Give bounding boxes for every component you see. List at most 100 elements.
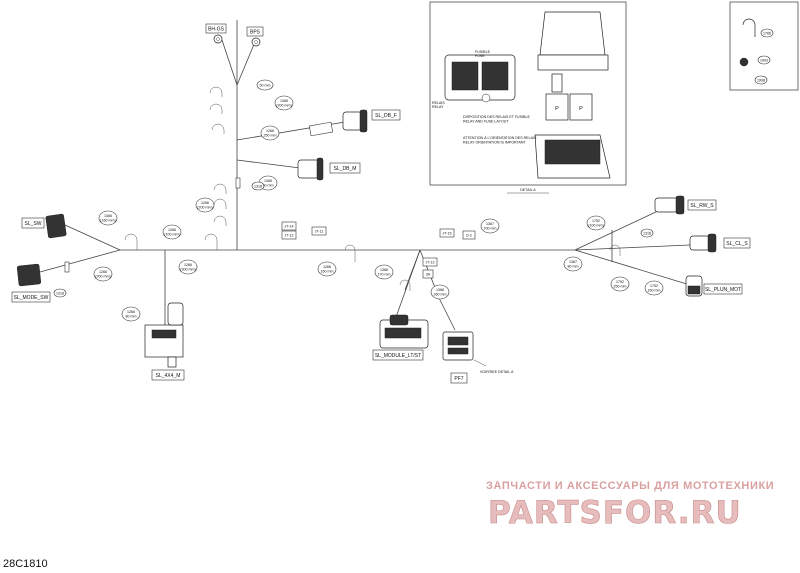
svg-text:SL_MODULE_LT/ST: SL_MODULE_LT/ST [375, 353, 421, 359]
svg-text:50 mm: 50 mm [260, 84, 271, 88]
connector-sl-4x4-m-shape [144, 302, 184, 368]
svg-text:DISPOSITION DES RELAIS ET FUSI: DISPOSITION DES RELAIS ET FUSIBLE [463, 115, 530, 119]
svg-text:1266: 1266 [168, 228, 176, 232]
svg-text:JT-13: JT-13 [426, 261, 435, 265]
callout-c1: 50 mm [256, 79, 274, 91]
svg-text:RELAY AND FUSE LAYOUT: RELAY AND FUSE LAYOUT [463, 120, 509, 124]
svg-text:SL_DB_F: SL_DB_F [375, 113, 397, 119]
svg-text:1266: 1266 [184, 263, 192, 267]
callout-c13: 1266 160 mm [317, 261, 337, 277]
svg-text:RELAY ORIENTATION IS IMPORTANT: RELAY ORIENTATION IS IMPORTANT [463, 141, 527, 145]
connector-sl-sw-shape [45, 213, 67, 239]
svg-text:FUSE: FUSE [475, 54, 485, 58]
svg-text:1993: 1993 [760, 59, 768, 63]
svg-text:1366: 1366 [380, 268, 388, 272]
clamp-inset: 1766 1993 1998 [729, 1, 799, 91]
svg-text:SL_MODE_SW: SL_MODE_SW [14, 295, 49, 301]
callout-c19: 1367 80 mm [563, 256, 583, 272]
svg-text:JT-11: JT-11 [315, 230, 324, 234]
svg-text:60 mm: 60 mm [263, 184, 274, 188]
see-detail-note: VOIR/SEE DETAIL A [473, 359, 514, 374]
callout-c20: 1752 250 mm [610, 276, 630, 292]
label-sl-rw-s: SL_RW_S [687, 199, 717, 211]
callout-c11: 1266 (300 mm) [178, 259, 198, 275]
svg-text:1318: 1318 [254, 185, 262, 189]
svg-text:SL_DB_M: SL_DB_M [334, 166, 357, 172]
svg-text:80 mm: 80 mm [126, 315, 137, 319]
callout-c21: 1752 150 mm [644, 280, 664, 296]
svg-text:1998: 1998 [757, 79, 765, 83]
connector-sl-module-shape [379, 314, 429, 349]
svg-text:1266: 1266 [323, 265, 331, 269]
watermark: ЗАПЧАСТИ И АКСЕССУАРЫ ДЛЯ МОТОТЕХНИКИ PA… [486, 480, 774, 531]
svg-text:160 mm: 160 mm [321, 270, 334, 274]
svg-text:1752: 1752 [592, 219, 600, 223]
connector-sl-db-f-shape [342, 109, 368, 133]
svg-text:1752: 1752 [650, 284, 658, 288]
svg-text:SL_RW_S: SL_RW_S [690, 203, 714, 209]
label-sl-db-f: SL_DB_F [371, 109, 401, 121]
svg-text:250 mm: 250 mm [614, 285, 627, 289]
svg-text:SL_4X4_M: SL_4X4_M [156, 373, 181, 379]
svg-text:BPS: BPS [250, 30, 261, 36]
svg-text:170 mm: 170 mm [378, 273, 391, 277]
svg-text:VOIR/SEE DETAIL A: VOIR/SEE DETAIL A [480, 370, 514, 374]
svg-text:DETAIL A: DETAIL A [520, 188, 536, 192]
connector-sl-db-m-shape [297, 157, 324, 181]
svg-text:1318: 1318 [56, 292, 64, 296]
junction-tags: JT-14 JT-12 JT-11 JT-15 D-2 JT-13 3H [281, 221, 476, 279]
label-sl-cl-s: SL_CL_S [723, 237, 751, 249]
callout-c18: 1318 [640, 228, 654, 238]
svg-text:D-2: D-2 [466, 234, 472, 238]
svg-text:1266: 1266 [266, 129, 274, 133]
svg-text:1366: 1366 [436, 288, 444, 292]
label-pf7: PF7 [450, 372, 468, 384]
svg-text:1366: 1366 [280, 99, 288, 103]
svg-text:JT-15: JT-15 [443, 232, 452, 236]
svg-text:(200 mm): (200 mm) [95, 275, 110, 279]
callout-c7: 1366 (160 mm) [98, 210, 118, 226]
svg-text:1752: 1752 [616, 280, 624, 284]
svg-text:1266: 1266 [99, 270, 107, 274]
callout-c8: 1266 (100 mm) [162, 224, 182, 240]
label-sl-plun-mot: SL_PLUN_MOT [703, 283, 743, 295]
callout-c6: 1266 (200 mm) [195, 197, 215, 213]
svg-text:700 mm: 700 mm [484, 227, 497, 231]
svg-text:(200 mm): (200 mm) [276, 104, 291, 108]
connector-sl-cl-s-shape [689, 233, 717, 253]
label-sl-module-lt-st: SL_MODULE_LT/ST [372, 349, 424, 361]
svg-text:RELAIS: RELAIS [432, 101, 445, 105]
svg-text:260 mm: 260 mm [434, 293, 447, 297]
connector-pf7-shape [442, 331, 474, 361]
callout-c2: 1366 (200 mm) [274, 95, 294, 111]
svg-text:1766: 1766 [763, 32, 771, 36]
callout-c3: 1266 250 mm [260, 125, 280, 141]
label-sl-mode-sw: SL_MODE_SW [11, 291, 51, 303]
svg-text:1366: 1366 [104, 214, 112, 218]
callout-c12: 1266 80 mm [121, 306, 141, 322]
callout-c10: 1318 [53, 288, 67, 298]
svg-text:80 mm: 80 mm [568, 265, 579, 269]
svg-text:ЗАПЧАСТИ И АКСЕССУАРЫ ДЛЯ МОТО: ЗАПЧАСТИ И АКСЕССУАРЫ ДЛЯ МОТОТЕХНИКИ [486, 480, 774, 492]
label-sl-4x4-m: SL_4X4_M [151, 369, 185, 381]
callout-c14: 1366 170 mm [374, 264, 394, 280]
svg-text:JT-14: JT-14 [285, 225, 294, 229]
svg-text:150 mm: 150 mm [648, 289, 661, 293]
svg-text:250 mm: 250 mm [264, 134, 277, 138]
svg-text:1366: 1366 [264, 179, 272, 183]
connector-bh-gs-terminal [213, 34, 223, 44]
label-bps: BPS [246, 26, 264, 37]
callout-c5: 1318 [251, 181, 265, 191]
detail-a-panel: P P FUSIBLE FUSE RELAIS RELAY DISPOSITIO… [429, 1, 627, 194]
callout-c15: 1366 260 mm [430, 284, 450, 300]
svg-text:1266: 1266 [127, 310, 135, 314]
svg-text:FUSIBLE: FUSIBLE [475, 50, 491, 54]
svg-text:3H: 3H [426, 273, 431, 277]
svg-text:SL_CL_S: SL_CL_S [726, 241, 748, 247]
svg-text:(100 mm): (100 mm) [588, 224, 603, 228]
svg-text:1367: 1367 [486, 222, 494, 226]
svg-text:ATTENTION À L'ORIENTATION DES: ATTENTION À L'ORIENTATION DES RELAIS [463, 136, 537, 140]
svg-text:(160 mm): (160 mm) [100, 219, 115, 223]
label-sl-sw: SL_SW [21, 217, 45, 229]
